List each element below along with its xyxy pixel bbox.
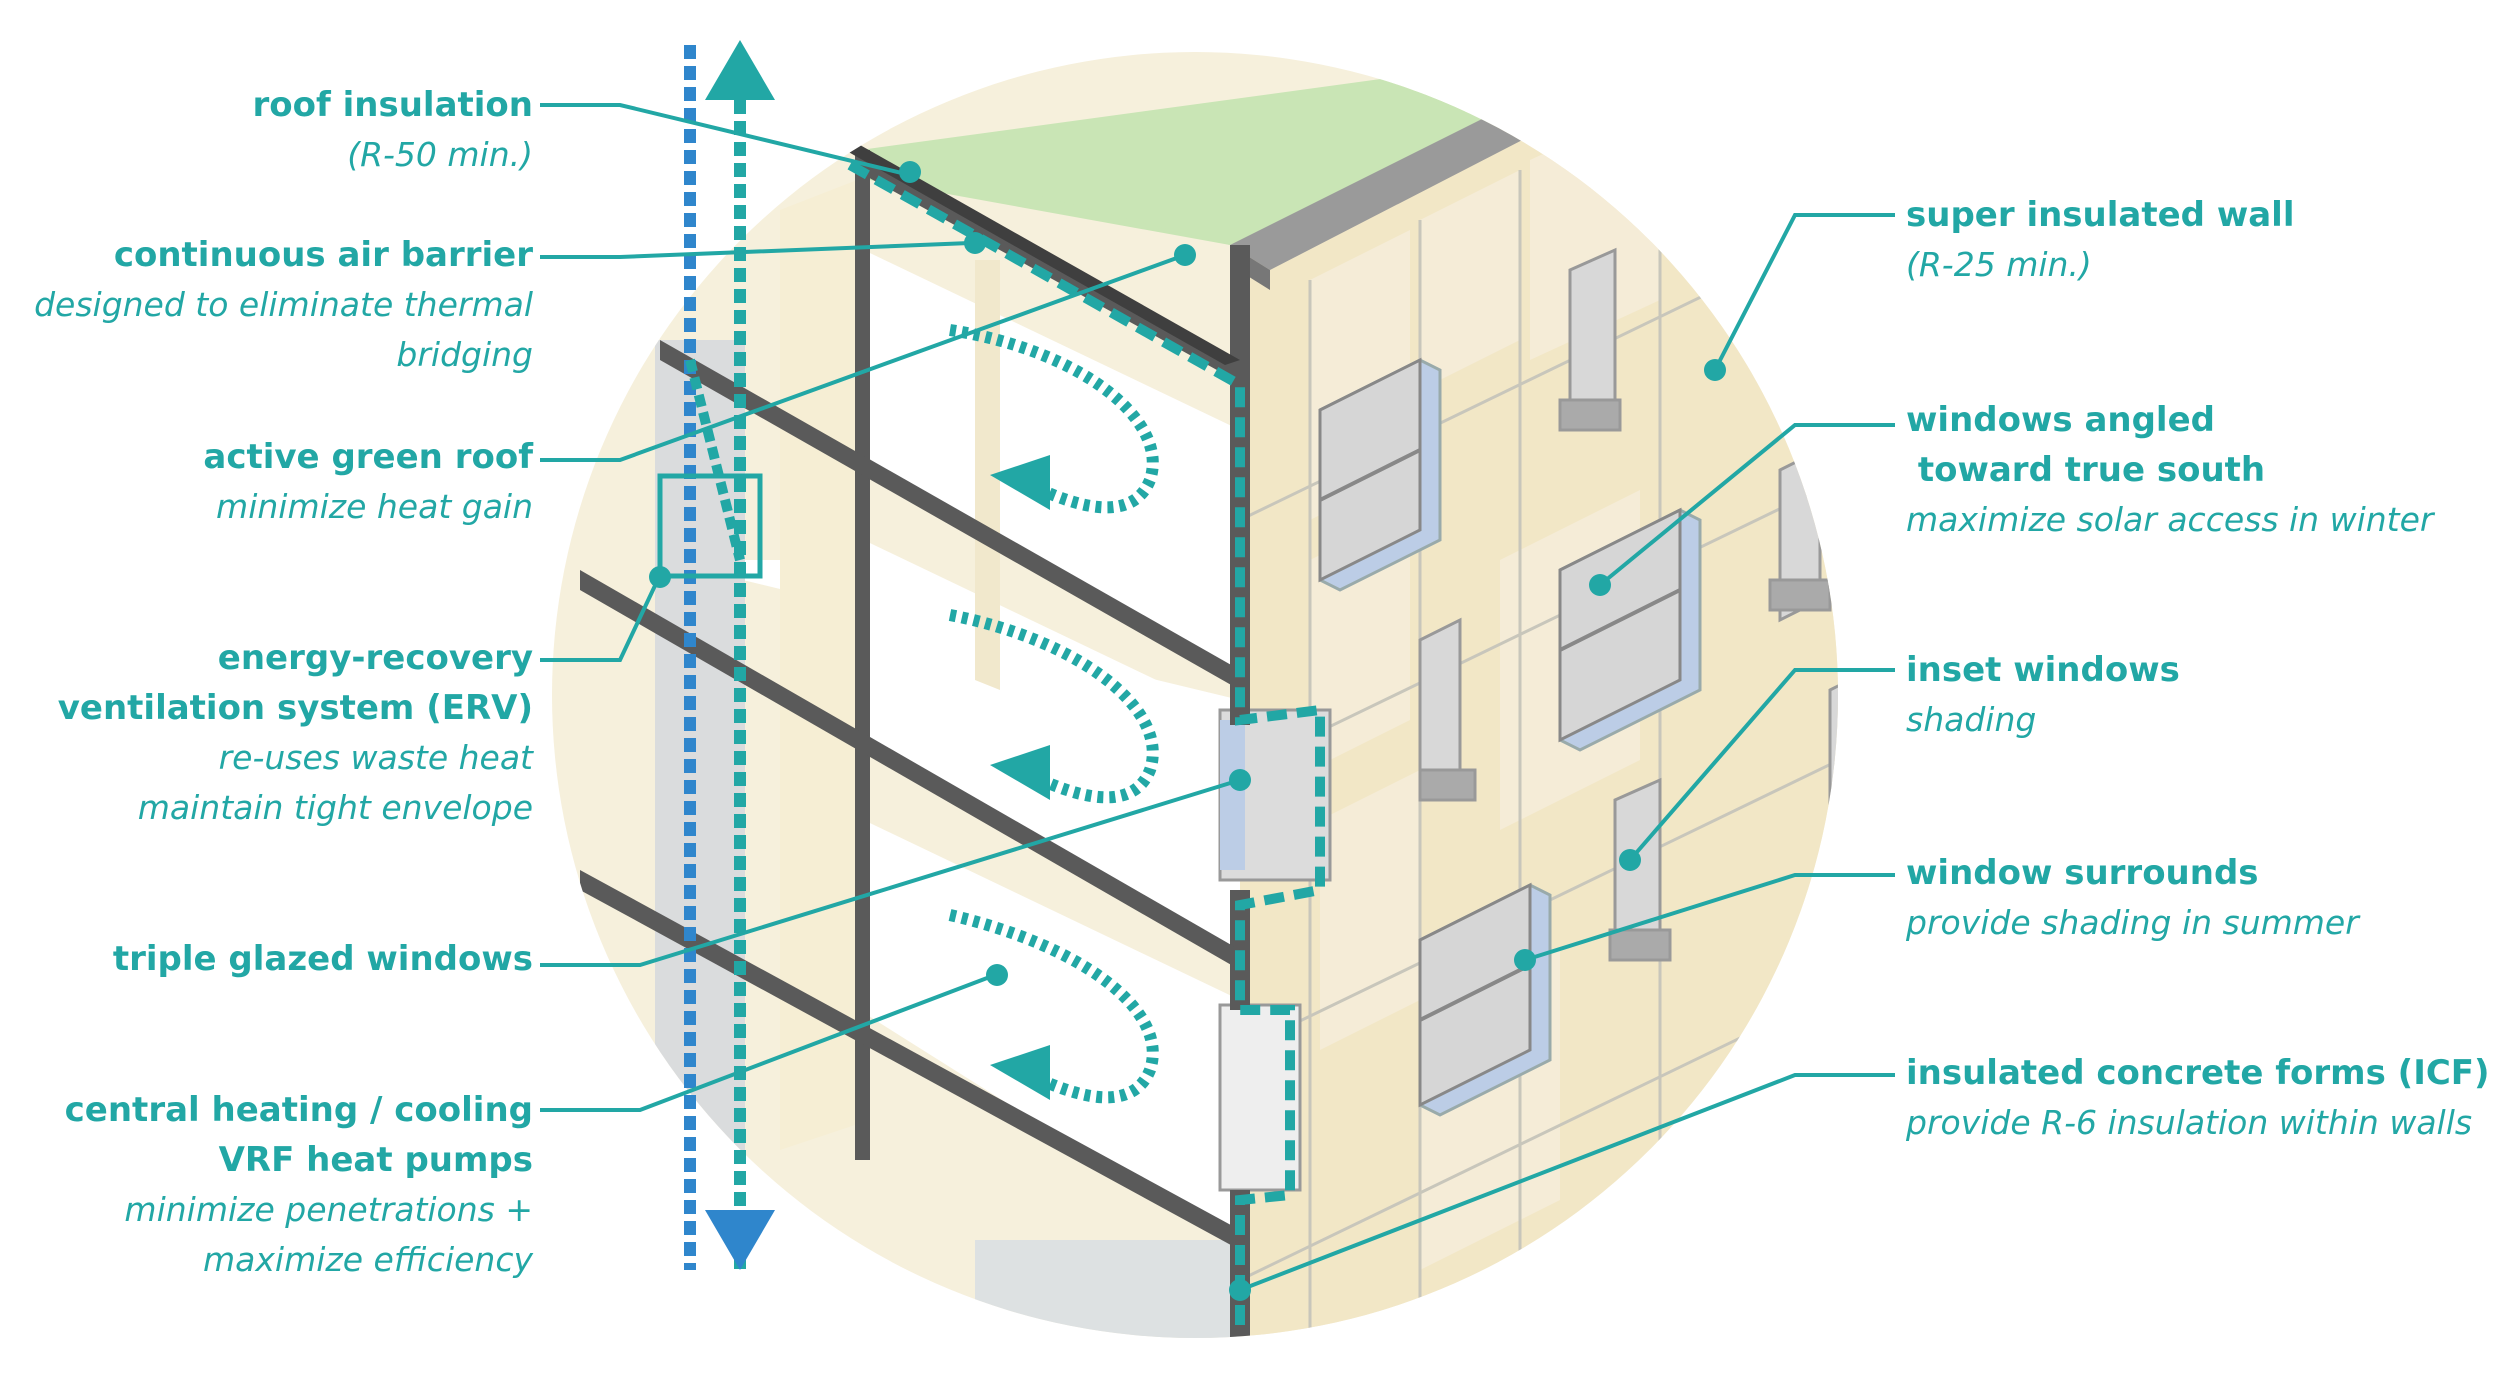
label-title: insulated concrete forms (ICF)	[1906, 1053, 2490, 1093]
label-desc: shading	[1906, 700, 2037, 739]
label-desc: maintain tight envelope	[137, 788, 533, 827]
label-title: triple glazed windows	[112, 939, 533, 979]
leader-dots	[649, 161, 1726, 1301]
up-arrow-icon	[705, 40, 775, 100]
label-super-insulated-wall: super insulated wall (R-25 min.)	[1906, 190, 2295, 290]
label-desc: provide R-6 insulation within walls	[1906, 1103, 2473, 1142]
label-title: continuous air barrier	[113, 235, 533, 275]
label-erv: energy-recovery ventilation system (ERV)…	[58, 633, 533, 833]
label-title: active green roof	[203, 437, 533, 477]
label-title: ventilation system (ERV)	[57, 688, 533, 728]
label-desc: re-uses waste heat	[218, 738, 533, 777]
leader-lines	[540, 103, 1895, 1292]
down-arrow-icon	[705, 1210, 775, 1270]
interior-floor-2	[780, 500, 1240, 960]
label-triple-glazed-windows: triple glazed windows	[113, 934, 533, 984]
label-desc: (R-25 min.)	[1906, 245, 2092, 284]
air-barrier-line	[847, 160, 1325, 1330]
airflow-loops	[948, 324, 1159, 1104]
erv-unit-box	[657, 473, 763, 579]
label-continuous-air-barrier: continuous air barrier designed to elimi…	[34, 230, 533, 380]
label-central-heating-cooling: central heating / cooling VRF heat pumps…	[65, 1085, 533, 1285]
angled-windows	[1318, 357, 1702, 1117]
label-title: VRF heat pumps	[218, 1140, 533, 1180]
label-desc: (R-50 min.)	[347, 135, 533, 174]
label-icf: insulated concrete forms (ICF) provide R…	[1906, 1048, 2490, 1148]
label-title: toward true south	[1906, 450, 2266, 490]
label-title: windows angled	[1906, 400, 2215, 440]
label-title: central heating / cooling	[64, 1090, 533, 1130]
label-title: energy-recovery	[217, 638, 533, 678]
airflow-arrowheads	[990, 455, 1050, 1100]
label-desc: provide shading in summer	[1906, 903, 2359, 942]
label-desc: bridging	[396, 335, 533, 374]
label-title: window surrounds	[1906, 853, 2259, 893]
label-title: super insulated wall	[1906, 195, 2295, 235]
label-desc: minimize penetrations +	[124, 1190, 533, 1229]
erv-duct-band	[655, 340, 745, 1338]
label-inset-windows: inset windows shading	[1906, 645, 2180, 745]
label-window-surrounds: window surrounds provide shading in summ…	[1906, 848, 2359, 948]
label-desc: designed to eliminate thermal	[34, 285, 533, 324]
label-desc: minimize heat gain	[216, 487, 533, 526]
label-active-green-roof: active green roof minimize heat gain	[203, 432, 533, 532]
label-desc: maximize solar access in winter	[1906, 500, 2434, 539]
label-roof-insulation: roof insulation (R-50 min.)	[253, 80, 533, 180]
interior-floor-1	[780, 210, 1240, 690]
interior-floor-3	[780, 780, 1240, 1250]
label-title: inset windows	[1906, 650, 2180, 690]
label-desc: maximize efficiency	[203, 1240, 533, 1279]
label-windows-angled: windows angled toward true south maximiz…	[1906, 395, 2433, 545]
label-title: roof insulation	[252, 85, 533, 125]
